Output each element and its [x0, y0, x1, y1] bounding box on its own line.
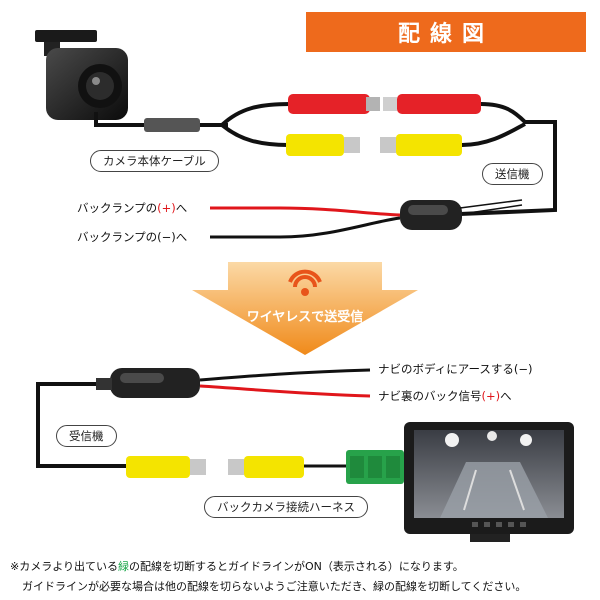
- receiver-cable: [36, 382, 128, 468]
- lamp-minus-label: バックランプの(−)へ: [77, 230, 188, 244]
- red-power-plug: [288, 94, 380, 114]
- lamp-plus-label: バックランプの(+)へ: [77, 201, 188, 215]
- lamp-minus-wire: [210, 216, 401, 239]
- cable-down-to-transmitter: [459, 120, 557, 216]
- navi-signal-label: ナビ裏のバック信号(+)へ: [378, 389, 512, 403]
- harness-callout: バックカメラ接続ハーネス: [204, 496, 368, 518]
- camera-video-wire: [220, 123, 289, 147]
- rear-camera: [35, 30, 128, 120]
- cable-ferrite: [144, 118, 200, 132]
- power-cable-right: [480, 102, 545, 124]
- yellow-video-plug-transmitter: [380, 134, 462, 156]
- yellow-receiver-plug: [126, 456, 206, 478]
- title-banner: 配線図: [306, 12, 586, 52]
- note-line-1: ※カメラより出ている緑の配線を切断するとガイドラインがON（表示される）になりま…: [10, 560, 464, 573]
- yellow-harness-plug: [228, 456, 304, 478]
- note-line-2: ガイドラインが必要な場合は他の配線を切らないようご注意いただき、緑の配線を切断し…: [22, 580, 527, 593]
- video-cable-right: [461, 122, 526, 147]
- transmitter-callout: 送信機: [482, 163, 543, 185]
- wireless-arrow: [192, 262, 418, 355]
- transmitter-module: [400, 199, 523, 230]
- wireless-label: ワイヤレスで送受信: [247, 309, 364, 325]
- green-harness-connector: [346, 450, 404, 484]
- camera-power-wire: [220, 102, 291, 127]
- navi-ground-label: ナビのボディにアースする(−): [378, 362, 533, 376]
- yellow-video-plug-camera: [286, 134, 360, 156]
- camera-cable-callout: カメラ本体ケーブル: [90, 150, 219, 172]
- monitor: [404, 422, 574, 542]
- red-power-jack: [383, 94, 481, 114]
- receiver-module: [96, 368, 200, 398]
- lamp-plus-wire: [210, 206, 401, 217]
- receiver-callout: 受信機: [56, 425, 117, 447]
- navi-signal-wire: [199, 384, 371, 398]
- page-title: 配線図: [397, 22, 494, 47]
- navi-ground-wire: [199, 368, 371, 382]
